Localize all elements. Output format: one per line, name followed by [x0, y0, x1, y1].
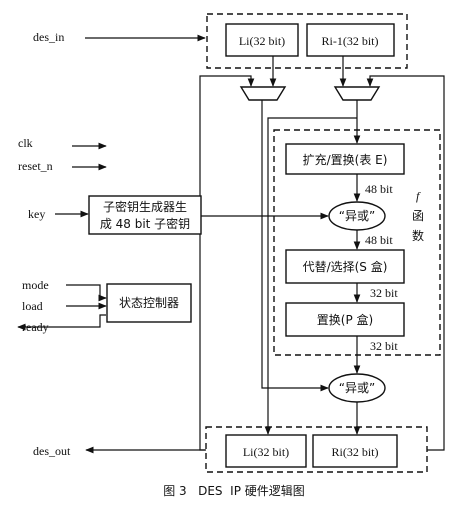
- mux-right: [333, 86, 381, 101]
- load-label: load: [22, 299, 43, 313]
- width-label-4: 32 bit: [370, 339, 398, 353]
- xor1-label: “异或”: [339, 209, 375, 223]
- feedback-left-loop: [199, 75, 255, 451]
- mode-arrow: [66, 284, 107, 302]
- state-controller-box: [106, 283, 192, 323]
- expand-permute-box: [285, 143, 405, 175]
- sbox-box: [285, 249, 405, 284]
- clk-label: clk: [18, 136, 33, 150]
- register-ri-bottom-label: Ri(32 bit): [332, 445, 379, 459]
- mux-left: [239, 86, 287, 101]
- f-label-char2: 数: [412, 228, 424, 243]
- expand-permute-label: 扩充/置换(表 E): [303, 152, 388, 167]
- state-controller-label: 状态控制器: [119, 296, 179, 310]
- subkey-generator-line1: 子密钥生成器生: [103, 199, 187, 214]
- ready-arrow: [17, 314, 106, 331]
- register-li-top: [225, 23, 299, 57]
- figure-caption: 图 3 DES IP 硬件逻辑图: [163, 484, 305, 498]
- register-ri-1-top: [306, 23, 395, 57]
- subkey-generator-line2: 成 48 bit 子密钥: [100, 216, 190, 231]
- pbox-label: 置换(P 盒): [317, 312, 373, 327]
- f-label-char1: 函: [412, 209, 424, 223]
- width-label-2: 48 bit: [365, 233, 393, 247]
- des-out-label: des_out: [33, 444, 71, 458]
- feedback-right-loop: [366, 75, 445, 451]
- des-in-label: des_in: [33, 30, 64, 44]
- register-ri-1-top-label: Ri-1(32 bit): [322, 34, 379, 48]
- width-label-3: 32 bit: [370, 286, 398, 300]
- pbox-box: [285, 302, 405, 337]
- mux-left-to-xor2-arrow: [261, 100, 329, 392]
- subkey-generator-box: [88, 195, 202, 235]
- key-label: key: [28, 207, 45, 221]
- register-li-bottom-label: Li(32 bit): [243, 445, 289, 459]
- mode-label: mode: [22, 278, 49, 292]
- width-label-1: 48 bit: [365, 182, 393, 196]
- reset-n-label: reset_n: [18, 159, 53, 173]
- register-ri-bottom: [312, 434, 398, 468]
- ri-1-to-li-bottom-arrow: [264, 117, 357, 435]
- input-register-group: [206, 13, 408, 69]
- register-li-top-label: Li(32 bit): [239, 34, 285, 48]
- output-register-group: [205, 426, 428, 473]
- xor2-label: “异或”: [339, 381, 375, 395]
- f-symbol: f: [416, 189, 421, 203]
- sbox-label: 代替/选择(S 盒): [303, 259, 388, 274]
- register-li-bottom: [225, 434, 307, 468]
